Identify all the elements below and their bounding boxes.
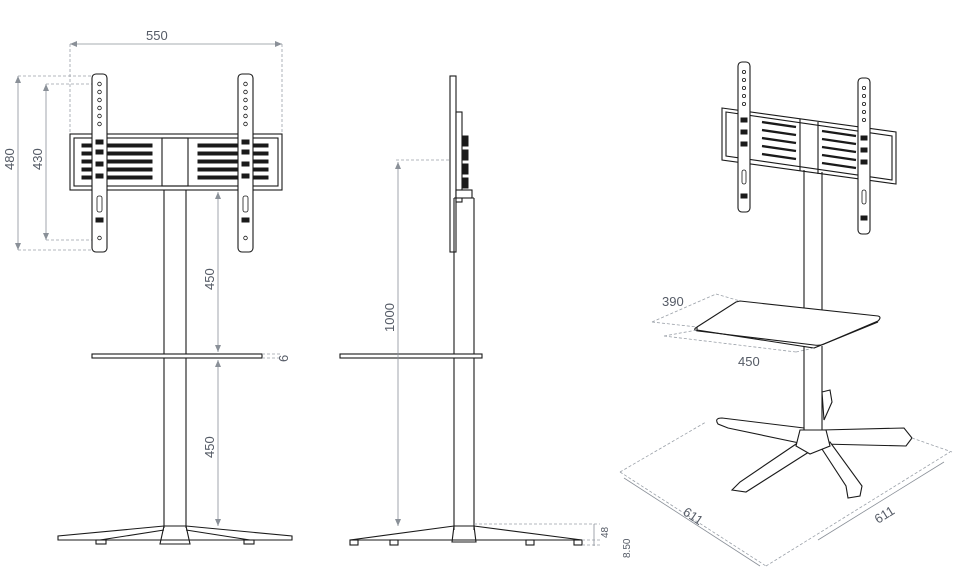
label-front-lower-column: 450 <box>202 436 217 458</box>
label-iso-shelf-depth: 390 <box>662 294 684 309</box>
label-side-height: 1000 <box>382 303 397 332</box>
label-front-total-height: 480 <box>2 148 17 170</box>
dim-side-height: 1000 <box>382 159 450 526</box>
label-front-width: 550 <box>146 28 168 43</box>
iso-column-upper <box>803 170 823 312</box>
dim-front-total-height: 480 <box>2 75 92 251</box>
dim-iso-base-left: 611 <box>619 421 767 567</box>
isometric-view: 390 450 <box>619 61 953 567</box>
side-view: 1000 48 8.50 <box>339 75 633 558</box>
dim-iso-shelf-width: 450 <box>663 329 815 369</box>
label-front-hole-height: 430 <box>30 148 45 170</box>
iso-bracket-plate <box>721 107 897 185</box>
front-shelf <box>91 353 263 359</box>
side-base <box>349 525 583 546</box>
side-mount-plate <box>449 75 473 253</box>
label-iso-base-right: 611 <box>872 503 898 527</box>
front-base <box>57 525 293 545</box>
side-shelf <box>339 353 483 359</box>
iso-column-lower <box>803 346 833 438</box>
label-side-foot-clearance: 8.50 <box>622 538 633 558</box>
front-view: 550 480 430 <box>2 28 293 545</box>
front-left-rail <box>91 73 108 253</box>
label-front-upper-column: 450 <box>202 268 217 290</box>
dim-front-upper-column: 450 <box>202 192 221 352</box>
iso-left-rail <box>737 61 751 213</box>
iso-right-rail <box>857 77 871 235</box>
dim-front-hole-height: 430 <box>30 83 92 241</box>
label-front-shelf-thickness: 6 <box>276 355 291 362</box>
dim-side-foot-height: 48 <box>474 523 611 541</box>
dim-side-foot-clearance: 8.50 <box>582 538 633 558</box>
side-column <box>453 197 475 530</box>
front-right-rail <box>237 73 254 253</box>
label-side-foot-height: 48 <box>600 526 611 538</box>
iso-plate-slots <box>761 120 857 170</box>
front-column <box>163 190 187 528</box>
dim-front-width: 550 <box>69 28 283 134</box>
front-plate-slots <box>81 143 269 180</box>
dim-front-shelf-thickness: 6 <box>262 353 291 362</box>
iso-base <box>716 417 913 499</box>
label-iso-shelf-width: 450 <box>738 354 760 369</box>
dim-iso-shelf-depth: 390 <box>651 293 741 328</box>
iso-shelf <box>694 300 881 349</box>
dim-front-lower-column: 450 <box>202 360 221 526</box>
